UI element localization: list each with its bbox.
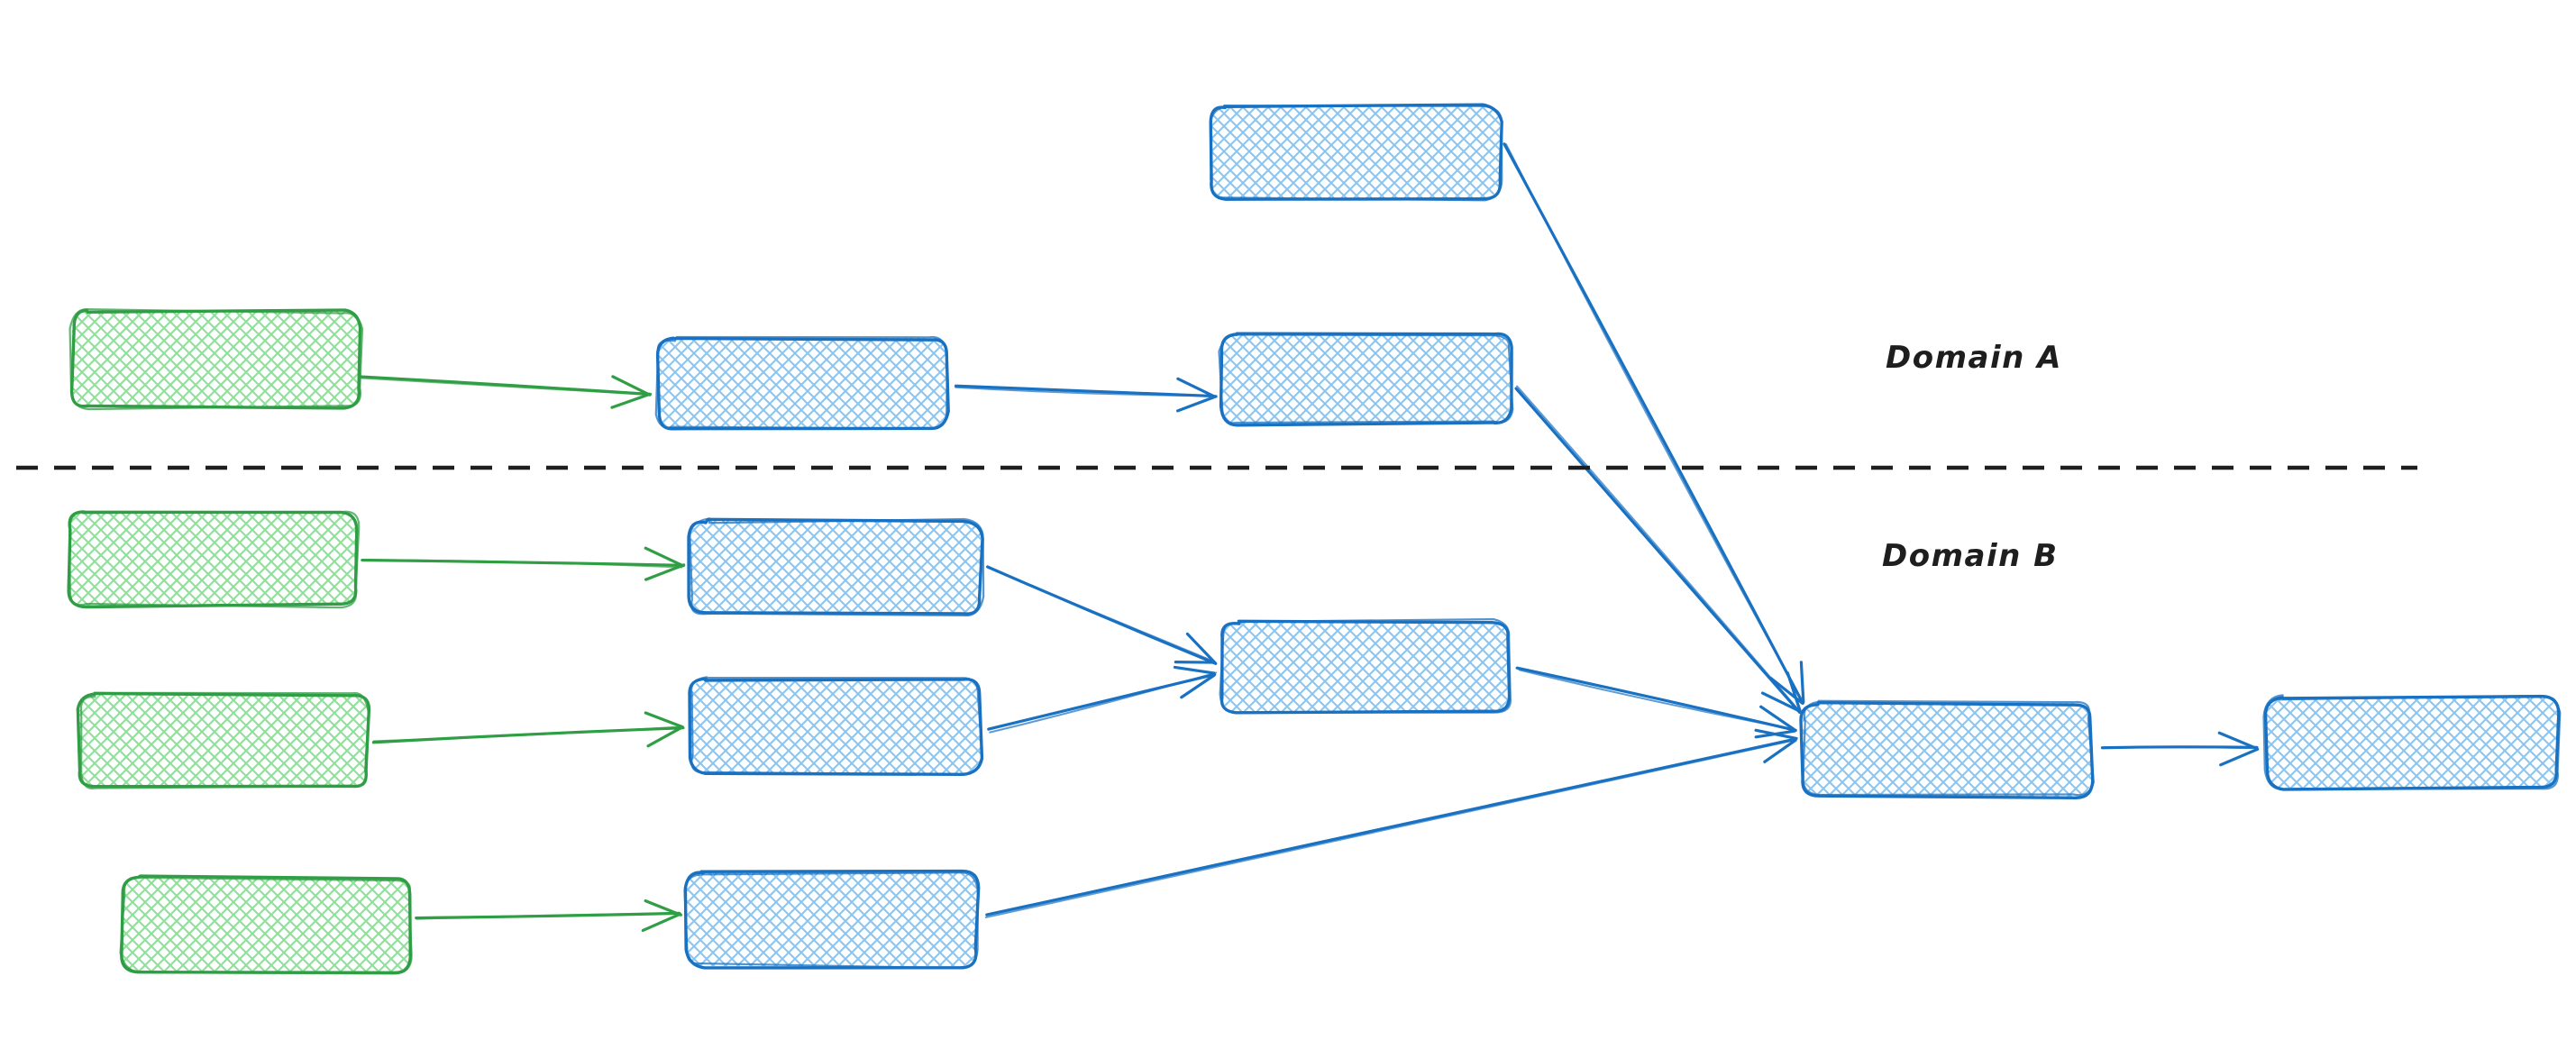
edge-a-src-1-to-a-mid-1[interactable] bbox=[358, 375, 653, 409]
edge-b-agg-1-to-b-hub[interactable] bbox=[1515, 666, 1797, 739]
node-b-src-1[interactable] bbox=[67, 510, 361, 609]
node-a-mid-1[interactable] bbox=[654, 335, 950, 431]
edge-a-out-1-to-b-hub[interactable] bbox=[1514, 385, 1802, 714]
edge-b-hub-to-b-final[interactable] bbox=[2100, 731, 2260, 767]
edge-b-src-1-to-b-mid-1[interactable] bbox=[361, 546, 686, 581]
edge-b-mid-2-to-b-agg-1[interactable] bbox=[987, 665, 1218, 734]
node-b-hub[interactable] bbox=[1799, 699, 2095, 799]
edge-b-src-3-to-b-mid-3[interactable] bbox=[415, 898, 682, 933]
edge-a-mid-1-to-a-out-1[interactable] bbox=[954, 377, 1218, 413]
edge-b-src-2-to-b-mid-2[interactable] bbox=[371, 711, 685, 748]
node-b-src-3[interactable] bbox=[119, 874, 413, 975]
node-b-mid-3[interactable] bbox=[683, 869, 981, 970]
node-b-agg-1[interactable] bbox=[1219, 618, 1512, 715]
node-b-mid-2[interactable] bbox=[688, 676, 984, 776]
node-b-mid-1[interactable] bbox=[687, 517, 985, 617]
domain-b-label: Domain B bbox=[1882, 538, 2059, 574]
edge-b-mid-3-to-b-hub[interactable] bbox=[984, 728, 1798, 918]
node-a-out-1[interactable] bbox=[1218, 332, 1514, 427]
nodes-layer bbox=[67, 103, 2562, 975]
node-b-src-2[interactable] bbox=[76, 691, 371, 789]
domain-a-label: Domain A bbox=[1886, 340, 2062, 376]
node-a-src-1[interactable] bbox=[69, 307, 364, 411]
node-b-final[interactable] bbox=[2262, 694, 2562, 791]
node-a-top-1[interactable] bbox=[1209, 103, 1503, 202]
edge-b-mid-1-to-b-agg-1[interactable] bbox=[986, 565, 1218, 665]
edges-layer bbox=[358, 142, 2260, 933]
